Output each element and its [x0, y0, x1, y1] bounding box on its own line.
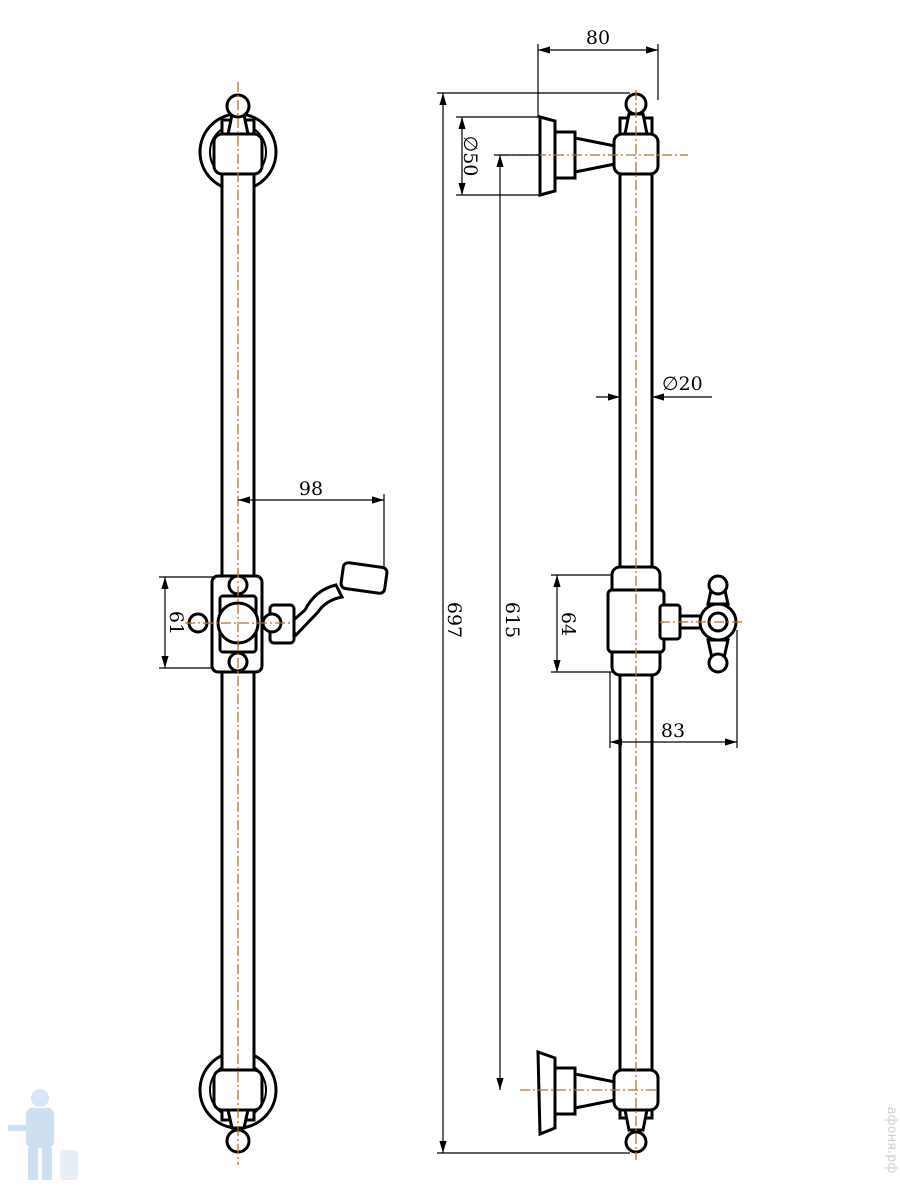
dim-diameter-20: ∅20	[662, 373, 703, 395]
dim-83: 83	[661, 720, 685, 742]
dim-615: 615	[501, 602, 523, 638]
dim-98: 98	[299, 478, 323, 500]
front-view	[185, 82, 389, 1165]
dim-diameter-50: ∅50	[459, 136, 481, 177]
front-slider	[187, 561, 389, 674]
side-view	[500, 90, 745, 1160]
plumber-logo	[8, 1089, 78, 1180]
watermark: афоня.рф	[884, 1107, 899, 1174]
dimension-lines	[159, 44, 738, 1154]
dim-64: 64	[557, 612, 579, 636]
dim-61: 61	[165, 611, 187, 635]
dim-697: 697	[443, 602, 465, 638]
side-slider	[606, 565, 738, 677]
handle-lever	[339, 561, 389, 595]
dim-80: 80	[586, 27, 610, 49]
dimension-labels: 80 ∅50 ∅20 697 615 64 83 98 61	[165, 27, 703, 742]
